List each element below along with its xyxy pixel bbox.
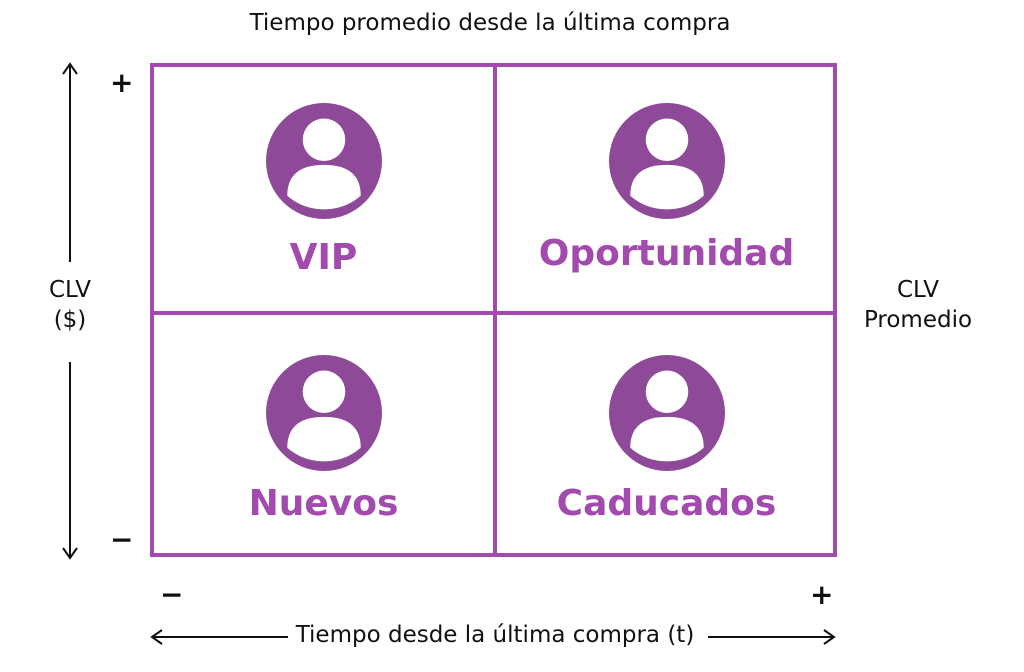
quadrant-caducados: Caducados (497, 315, 836, 559)
x-axis-minus: − (160, 578, 184, 611)
y-axis-arrow (62, 62, 78, 560)
quadrant-label-nuevos: Nuevos (248, 483, 399, 524)
horizontal-divider (154, 311, 833, 315)
quadrant-vip: VIP (154, 67, 493, 311)
y-axis-minus: − (110, 523, 134, 556)
y-axis-label: CLV ($) (20, 275, 120, 335)
x-axis-label: Tiempo desde la última compra (t) (295, 622, 695, 648)
vertical-divider (493, 67, 497, 553)
average-clv-label: CLV Promedio (850, 275, 986, 335)
user-icon (265, 103, 382, 219)
y-axis-label-line1: CLV (48, 277, 92, 303)
user-icon (265, 355, 382, 471)
x-axis-plus: + (810, 578, 834, 611)
user-icon (608, 355, 725, 471)
quadrant-nuevos: Nuevos (154, 315, 493, 559)
average-clv-line2: Promedio (863, 307, 973, 333)
y-axis-label-line2: ($) (53, 307, 87, 333)
quadrant-label-caducados: Caducados (556, 483, 777, 524)
quadrant-oportunidad: Oportunidad (497, 67, 836, 311)
user-icon (608, 103, 725, 219)
x-axis-arrow (150, 629, 836, 645)
y-axis-plus: + (110, 66, 134, 99)
quadrant-label-oportunidad: Oportunidad (538, 233, 795, 274)
average-clv-line1: CLV (896, 277, 940, 303)
quadrant-grid: VIP Oportunidad Nuevos Caducados (150, 63, 837, 557)
quadrant-label-vip: VIP (289, 237, 358, 278)
diagram-title: Tiempo promedio desde la última compra (249, 10, 731, 36)
